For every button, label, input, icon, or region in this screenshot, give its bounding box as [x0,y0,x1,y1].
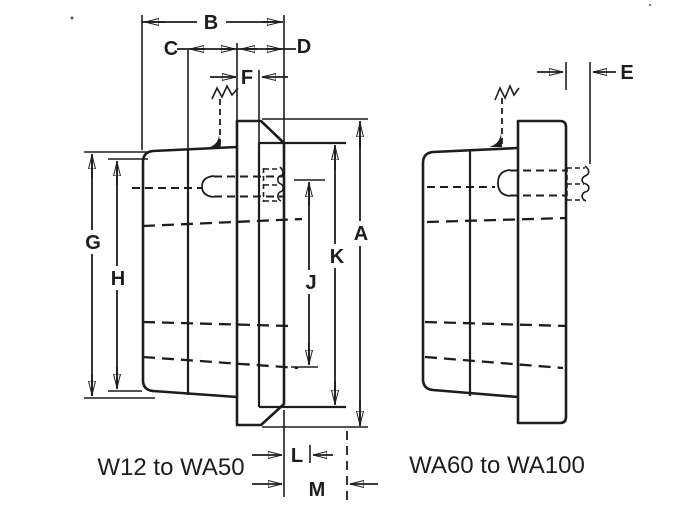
scan-speck [648,3,652,7]
thread-break-squiggle [581,165,590,202]
right-hub-outline [421,146,519,399]
dim-label-d: D [297,36,311,58]
dim-J: J [291,179,325,368]
left-figure: B C D F G [84,12,378,502]
right-keyway-break [489,83,520,148]
keyway-fillet [206,135,221,148]
left-bore-hidden [142,217,303,370]
dim-E: E [537,62,634,164]
dim-label-f: F [241,67,253,89]
dim-H: H [108,158,148,392]
right-bolt-hidden [427,165,590,202]
right-figure-caption: WA60 to WA100 [409,452,585,479]
break-zigzag [211,84,239,100]
right-bore-hidden [424,216,568,370]
right-flange-outline [516,119,568,425]
dim-label-k: K [330,246,345,268]
dim-B: B [141,12,285,150]
dim-label-b: B [204,12,218,34]
keyway-fillet [489,133,502,147]
break-zigzag [494,83,520,101]
left-figure-caption: W12 to WA50 [97,454,244,481]
dim-G: G [84,151,155,399]
dim-L-M: L M [252,410,378,502]
thread-break-squiggle [277,166,284,202]
dim-K: K [330,145,345,405]
dim-label-a: A [354,223,368,245]
left-keyway-break [206,84,239,148]
dim-label-m: M [309,479,326,501]
dim-C-D: C D [164,36,311,148]
dim-label-g: G [85,232,101,254]
dim-A: A [262,118,368,428]
scan-speck [70,16,74,20]
right-figure: E WA60 to WA100 [409,62,634,479]
dim-label-l: L [291,445,303,467]
left-flange-outline [235,119,346,427]
dim-F: F [210,67,288,143]
left-bolt-hidden [132,166,284,202]
dim-label-j: J [305,272,316,294]
dim-label-e: E [620,62,633,84]
dim-label-h: H [111,268,125,290]
dim-label-c: C [164,38,178,60]
